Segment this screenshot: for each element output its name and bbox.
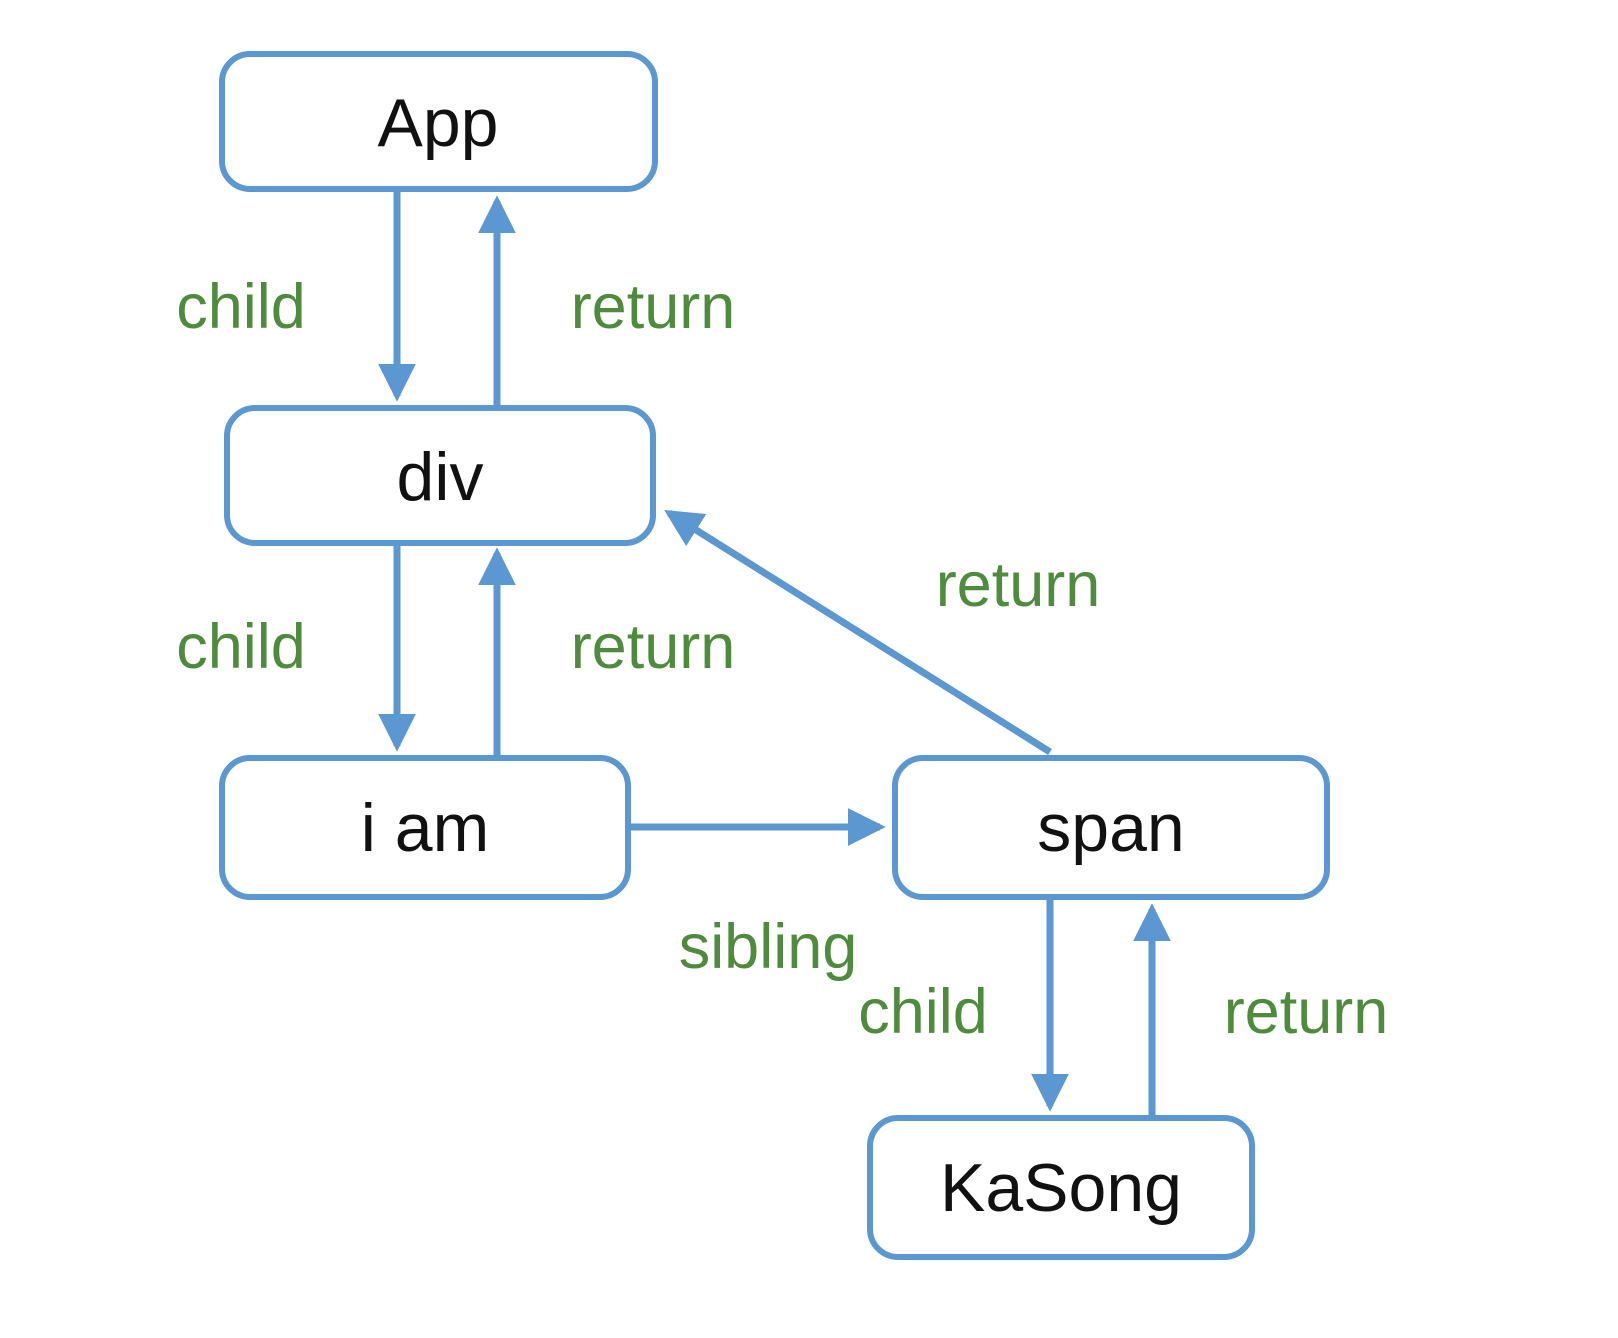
edge-label-sibling: sibling	[679, 912, 858, 982]
edge-div-return-app: return	[478, 195, 736, 408]
node-label-iam: i am	[361, 790, 489, 866]
node-app: App	[219, 51, 658, 192]
edge-iam-sibling-span: sibling	[628, 808, 886, 982]
edge-label-return: return	[1224, 977, 1389, 1047]
edge-app-child-div: child	[176, 190, 416, 402]
node-label-kasong: KaSong	[940, 1150, 1182, 1226]
node-label-app: App	[378, 85, 499, 161]
edge-label-return: return	[936, 550, 1101, 620]
node-kasong: KaSong	[867, 1115, 1255, 1260]
node-label-span: span	[1037, 790, 1184, 866]
edge-label-child: child	[176, 612, 306, 682]
edge-label-child: child	[858, 977, 988, 1047]
node-span: span	[892, 755, 1330, 900]
edge-span-return-div: return	[664, 509, 1101, 755]
node-iam: i am	[219, 755, 631, 900]
edge-label-return: return	[571, 272, 736, 342]
edge-label-child: child	[176, 272, 306, 342]
node-div: div	[224, 405, 656, 546]
edge-iam-return-div: return	[478, 547, 736, 758]
node-label-div: div	[397, 439, 484, 515]
edge-label-return: return	[571, 612, 736, 682]
edge-span-child-kasong: child	[858, 897, 1069, 1112]
edge-div-child-iam: child	[176, 543, 416, 752]
edge-kasong-return-span: return	[1133, 903, 1389, 1118]
